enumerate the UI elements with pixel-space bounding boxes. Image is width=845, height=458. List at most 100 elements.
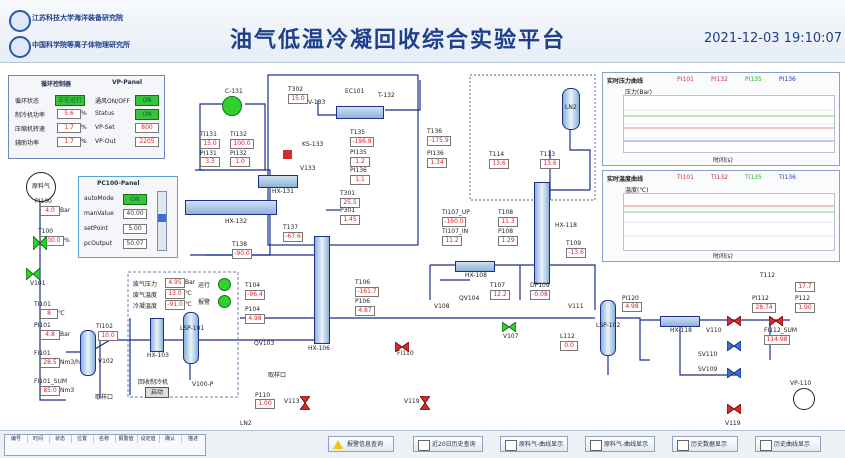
history-query-button[interactable]: 近20日历史查询	[413, 436, 483, 452]
manvalue-label: manValue	[84, 210, 114, 217]
control-valve-icon[interactable]	[33, 236, 47, 250]
tag-p106: P106	[355, 298, 371, 305]
manvalue-input[interactable]: 40.00	[123, 209, 147, 219]
tag-pi120: PI120	[622, 295, 639, 302]
tag-fi112-sum: FI112_SUM	[764, 327, 798, 334]
tag-t104: T104	[245, 282, 261, 289]
tag-ln2b: LN2	[565, 104, 577, 111]
tag-pi135: PI135	[350, 149, 367, 156]
t112-value: 17.7	[795, 282, 815, 292]
l112-value: 0.0	[560, 341, 578, 351]
org-name-1: 江苏科技大学海洋装备研究院	[32, 14, 123, 22]
t104-value: -96.4	[245, 290, 265, 300]
history-data-button[interactable]: 历史数据显示	[672, 436, 738, 452]
temp-chart-title: 实时温度曲线	[607, 176, 644, 183]
pc-panel-title: PC100-Panel	[97, 180, 140, 187]
automode-label: autoMode	[84, 195, 114, 202]
pressure-ylabel: 压力(Bar)	[625, 89, 652, 96]
dp109-value: -0.08	[530, 290, 550, 300]
pcoutput-value: 50.07	[123, 239, 147, 249]
valve-p112-icon[interactable]	[769, 316, 783, 326]
warning-icon	[333, 440, 343, 449]
tag-ec101: EC101	[345, 88, 365, 95]
t301-value: 25.5	[340, 198, 360, 208]
tag-t100: T100	[38, 228, 54, 235]
valve-v101-icon[interactable]	[26, 268, 40, 280]
cycle-status-label: 循环状态	[15, 98, 40, 105]
pressure-chart-title: 实时压力曲线	[607, 78, 644, 85]
valve-v119-icon[interactable]	[420, 396, 430, 410]
setpoint-input[interactable]: 5.00	[123, 224, 147, 234]
col-time: 时间	[27, 435, 50, 443]
aux-power-label: 辅助功率	[15, 140, 40, 147]
col-setpoint: 设定值	[137, 435, 160, 443]
t302-value: 15.0	[288, 94, 308, 104]
tag-p104: P104	[245, 306, 261, 313]
document-icon	[418, 440, 430, 451]
t114-value: 13.6	[489, 159, 509, 169]
curve-display-button-2[interactable]: 原料气-曲线显示	[585, 436, 655, 452]
automode-toggle[interactable]: ON	[123, 194, 147, 205]
cycle-status-value: 正在运行	[55, 95, 85, 106]
alarm-led-icon	[218, 295, 231, 308]
temp-xlabel: 时间(s)	[713, 253, 733, 260]
vp-onoff-toggle[interactable]: ON	[135, 95, 159, 106]
fi101-sum-unit: Nm3	[60, 387, 75, 394]
alarm-query-button[interactable]: 报警信息查询	[328, 436, 394, 452]
curve-display-button-1[interactable]: 原料气-曲线显示	[500, 436, 568, 452]
alarm-indicator	[283, 150, 292, 159]
ex-cond-unit: ℃	[185, 301, 192, 308]
valve-v119b-icon[interactable]	[727, 404, 741, 414]
valve-v110-icon[interactable]	[727, 316, 741, 326]
t100-value: 100.0	[40, 236, 64, 246]
ex-temp-label: 废气温度	[133, 292, 158, 299]
valve-v107-icon[interactable]	[502, 322, 516, 332]
tag-ti132: TI132	[230, 131, 247, 138]
vp-set-input[interactable]: 800	[135, 123, 159, 133]
pressure-legend-1: PI101	[677, 76, 694, 83]
tag-t112: T112	[760, 272, 776, 279]
ti101-unit: ℃	[58, 310, 65, 317]
temp-lines	[624, 205, 834, 237]
tag-v107: V107	[503, 333, 519, 340]
pi132-value: 1.0	[230, 157, 250, 167]
tag-pi112: PI112	[752, 295, 769, 302]
pcoutput-label: pcOutput	[84, 240, 112, 247]
pc-slider-track[interactable]	[157, 191, 167, 251]
tag-pi136b: PI136	[427, 150, 444, 157]
tag-lsp102: LSP-102	[596, 322, 621, 329]
valve-sv109-icon[interactable]	[727, 368, 741, 378]
tag-fi110: FI110	[397, 350, 414, 357]
pi120-value: 4.98	[622, 302, 642, 312]
valve-sv110-icon[interactable]	[727, 341, 741, 351]
t135-value: -196.8	[350, 137, 374, 147]
vacuum-pump-icon[interactable]	[793, 388, 815, 410]
ti102-value: 10.0	[98, 331, 118, 341]
tag-t301: T301	[340, 190, 356, 197]
tag-t107-up: TI107_UP	[442, 209, 470, 216]
history-curve-button[interactable]: 历史曲线显示	[755, 436, 821, 452]
ln2-tank	[562, 88, 580, 130]
t109-value: -13.6	[566, 248, 586, 258]
pc-slider-handle[interactable]	[158, 214, 166, 222]
tag-v102: V102	[98, 358, 114, 365]
tag-ln2: LN2	[240, 420, 252, 427]
tag-fi101-sum: FI101_SUM	[34, 378, 68, 385]
valve-v113-icon[interactable]	[300, 396, 310, 410]
ex-pressure-unit: Bar	[185, 279, 196, 286]
recovery-start-button[interactable]: 启动	[145, 387, 169, 398]
t108-value: 11.3	[498, 217, 518, 227]
tag-hx118b: HX-118	[670, 327, 692, 334]
history-data-label: 历史数据显示	[691, 441, 728, 448]
tag-t136: T136	[427, 128, 443, 135]
tag-ti102: TI102	[96, 323, 113, 330]
t107-in-value: 11.2	[442, 236, 462, 246]
tag-v111: V111	[568, 303, 584, 310]
valve-fi110-icon[interactable]	[395, 342, 409, 352]
tag-hx132: HX-132	[225, 218, 247, 225]
ti131-value: 15.0	[200, 139, 220, 149]
event-table[interactable]: 编号 时间 状态 位置 名称 报警值 设定值 确认 描述	[4, 434, 206, 456]
table-icon	[677, 440, 689, 451]
compressor-c131-icon[interactable]	[222, 96, 242, 116]
col-ack: 确认	[159, 435, 182, 443]
